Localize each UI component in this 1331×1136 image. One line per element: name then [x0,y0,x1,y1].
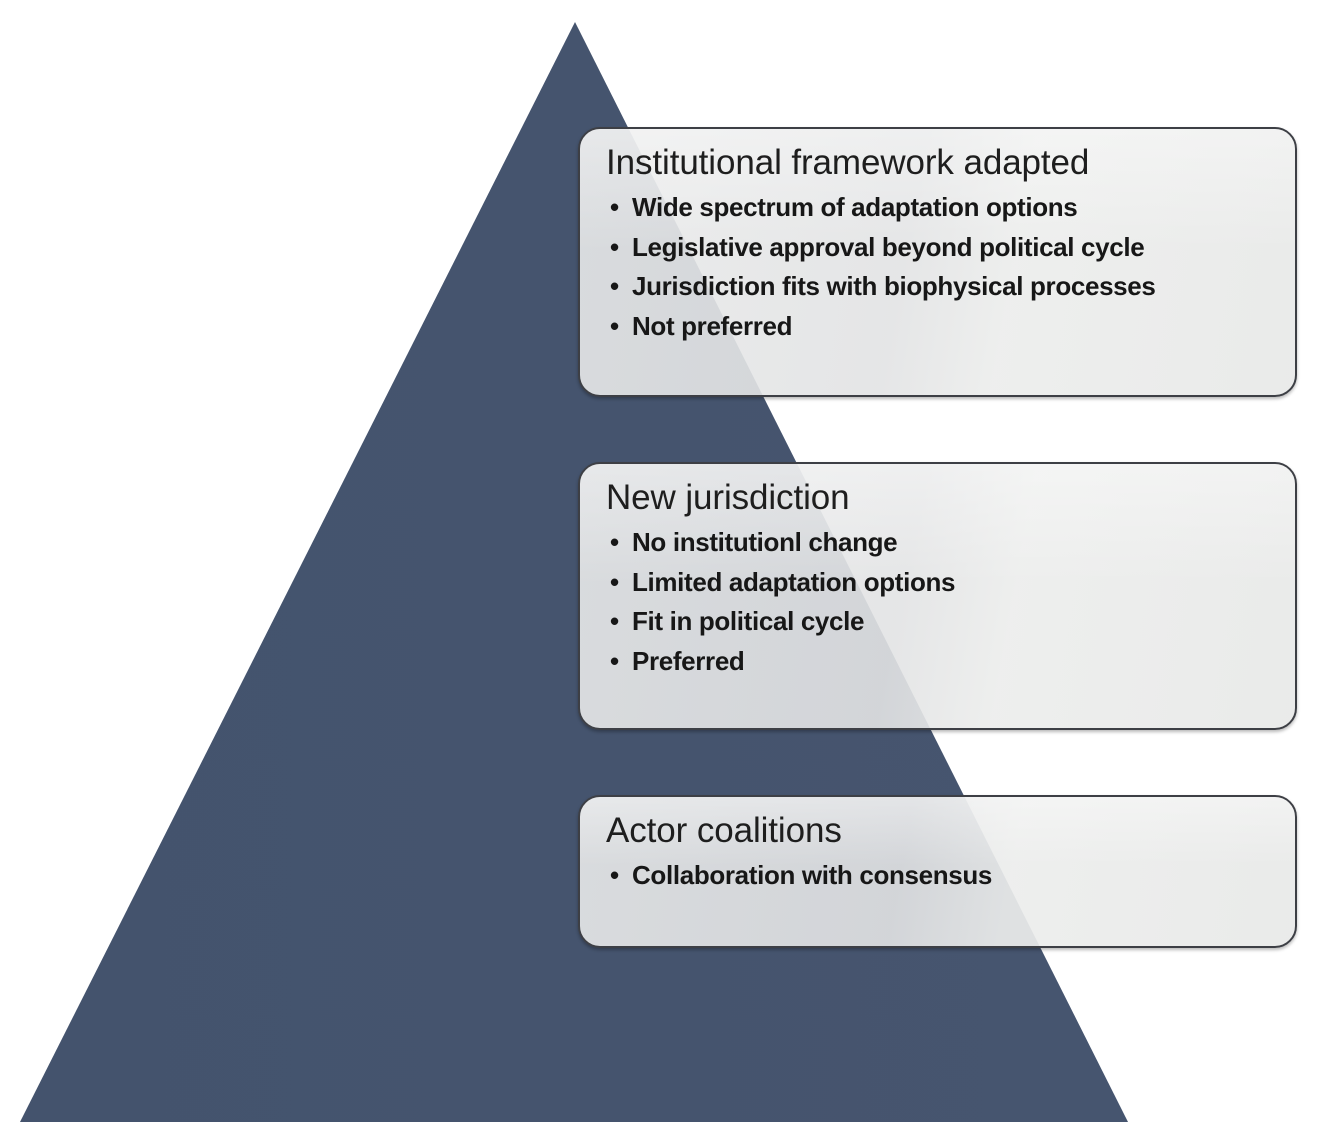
bullet-dot-icon: • [610,192,619,223]
list-item-label: Preferred [632,645,745,676]
card-bullet-list: • Collaboration with consensus [606,856,1269,896]
bullet-dot-icon: • [610,310,619,341]
callout-card-new-jurisdiction[interactable]: New jurisdiction • No institutionl chang… [578,462,1297,730]
bullet-dot-icon: • [610,231,619,262]
list-item: • No institutionl change [606,523,1269,563]
card-title: Institutional framework adapted [606,143,1090,182]
list-item-label: Legislative approval beyond political cy… [632,231,1145,262]
card-bullet-list: • No institutionl change • Limited adapt… [606,523,1269,681]
card-bullet-list: • Wide spectrum of adaptation options • … [606,188,1269,346]
bullet-dot-icon: • [610,271,619,302]
callout-card-institutional-framework-adapted[interactable]: Institutional framework adapted • Wide s… [578,127,1297,397]
bullet-dot-icon: • [610,606,619,637]
list-item-label: Wide spectrum of adaptation options [632,192,1078,223]
bullet-dot-icon: • [610,527,619,558]
list-item-label: Fit in political cycle [632,606,865,637]
list-item: • Jurisdiction fits with biophysical pro… [606,267,1269,307]
list-item: • Legislative approval beyond political … [606,228,1269,268]
list-item: • Not preferred [606,307,1269,347]
list-item-label: Jurisdiction fits with biophysical proce… [632,271,1156,302]
list-item-label: No institutionl change [632,527,898,558]
list-item: • Wide spectrum of adaptation options [606,188,1269,228]
list-item: • Preferred [606,642,1269,682]
list-item-label: Not preferred [632,310,793,341]
bullet-dot-icon: • [610,566,619,597]
card-title: Actor coalitions [606,811,842,850]
list-item: • Limited adaptation options [606,563,1269,603]
bullet-dot-icon: • [610,645,619,676]
list-item: • Fit in political cycle [606,602,1269,642]
card-title: New jurisdiction [606,478,850,517]
list-item: • Collaboration with consensus [606,856,1269,896]
callout-card-actor-coalitions[interactable]: Actor coalitions • Collaboration with co… [578,795,1297,948]
list-item-label: Collaboration with consensus [632,860,993,891]
list-item-label: Limited adaptation options [632,566,956,597]
bullet-dot-icon: • [610,860,619,891]
